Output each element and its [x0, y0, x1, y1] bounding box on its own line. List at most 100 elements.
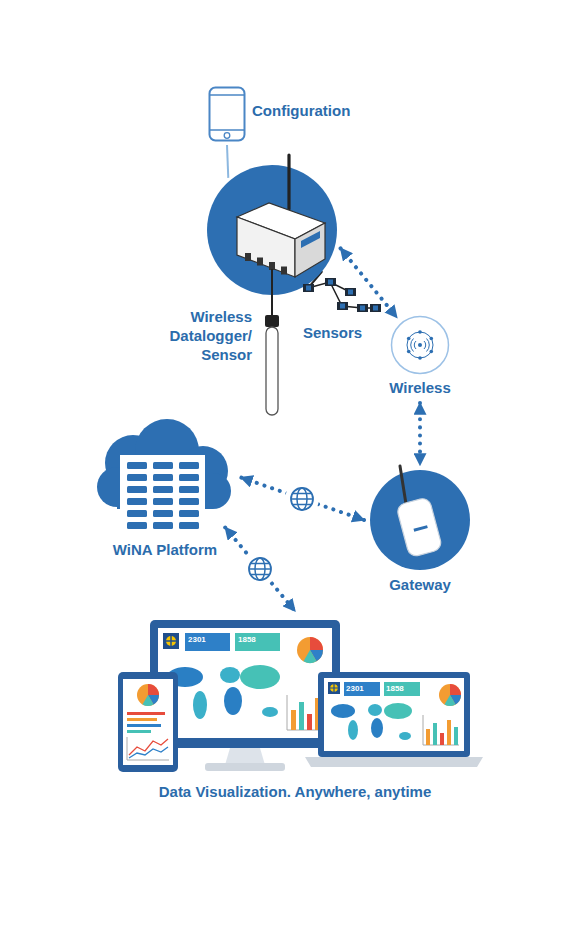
dashboard-screens — [118, 672, 178, 772]
wireless-circle — [411, 339, 430, 352]
dashboard-screens — [129, 747, 168, 758]
globe-icon — [251, 564, 269, 575]
dashboard-screens — [225, 748, 265, 765]
node-label: WiNA Platform — [113, 541, 217, 560]
sensor-blocks — [370, 304, 381, 312]
datalogger-circle — [295, 223, 325, 277]
dashboard-screens — [291, 710, 296, 730]
cloud-server — [153, 498, 173, 505]
wireless-link — [418, 403, 422, 465]
cloud-server — [120, 455, 205, 535]
globe-icon — [249, 568, 271, 570]
cloud-server — [179, 486, 199, 493]
wireless-link — [241, 478, 364, 521]
dashboard-screens — [318, 672, 470, 757]
sensor-blocks — [306, 286, 311, 291]
cloud-server — [127, 522, 147, 529]
dashboard-screens — [193, 691, 207, 719]
wireless-circle — [390, 315, 450, 375]
datalogger-circle — [266, 327, 278, 415]
dashboard-screens — [454, 727, 458, 745]
dashboard-screens — [158, 628, 332, 738]
cloud-server — [117, 471, 213, 509]
phone-icon — [208, 86, 246, 142]
dashboard-screens — [127, 724, 161, 727]
cloud-server — [179, 462, 199, 469]
phone-icon — [210, 88, 245, 141]
sensor-blocks — [300, 270, 390, 320]
datalogger-circle — [269, 262, 275, 270]
sensor-blocks — [340, 304, 345, 309]
dashboard-number: 2301 — [346, 684, 364, 694]
phone-icon — [224, 133, 230, 139]
dashboard-screens — [127, 737, 169, 760]
cloud-server — [153, 510, 173, 517]
datalogger-circle — [281, 267, 287, 275]
gateway-circle — [370, 470, 470, 570]
sensor-blocks — [303, 284, 314, 292]
dashboard-screens — [445, 695, 456, 706]
sensor-blocks — [345, 288, 356, 296]
globe-icon — [293, 494, 311, 505]
dashboard-screens — [384, 703, 412, 719]
globe-icon — [285, 482, 319, 516]
wireless-circle: Wireless — [390, 315, 450, 375]
dashboard-screens — [166, 636, 176, 646]
dashboard-screens — [328, 682, 340, 694]
cloud-server — [153, 522, 173, 529]
dashboard-screens — [148, 684, 159, 695]
dashboard-screens — [127, 718, 157, 721]
wireless-circle — [418, 356, 422, 360]
dashboard-screens — [150, 620, 340, 748]
dashboard-screens — [423, 715, 459, 745]
wireless-circle — [430, 350, 434, 354]
dashboard-screens — [371, 718, 383, 738]
datalogger-circle — [265, 315, 279, 327]
datalogger-circle — [245, 253, 251, 261]
cloud-server — [153, 462, 173, 469]
node-label: Sensors — [303, 324, 362, 343]
dashboard-screens — [105, 615, 485, 775]
sensor-blocks — [328, 280, 333, 285]
dashboard-screens — [330, 684, 338, 692]
cloud-server — [179, 522, 199, 529]
cloud-platform: WiNA Platform — [95, 415, 235, 540]
dashboard-screens — [331, 704, 355, 718]
dashboard-screens — [348, 720, 358, 740]
globe-icon — [291, 498, 313, 500]
cloud-server — [127, 486, 147, 493]
dashboard-screens — [166, 636, 176, 646]
dashboard-screens — [297, 637, 323, 663]
dashboard-screens — [127, 730, 151, 733]
wireless-circle — [418, 330, 422, 334]
datalogger-circle — [237, 217, 295, 277]
wire-connector — [227, 145, 228, 178]
datalogger-circle — [301, 231, 320, 248]
wireless-circle — [407, 330, 433, 360]
globe-icon — [243, 552, 277, 586]
wireless-circle — [430, 337, 434, 341]
cloud-server — [153, 474, 173, 481]
dashboard-screens — [127, 712, 165, 715]
datalogger-circle — [207, 165, 337, 295]
dashboard-screens — [330, 684, 338, 692]
dashboard-screens — [299, 702, 304, 730]
dashboard-screens — [235, 633, 280, 651]
gateway-circle — [370, 470, 470, 570]
dashboard-screens — [310, 637, 323, 650]
dashboard-screens — [450, 684, 461, 695]
datalogger-circle — [257, 258, 263, 266]
globe-icon — [291, 488, 313, 510]
sensor-blocks — [357, 304, 368, 312]
cloud-server — [95, 415, 235, 540]
dashboard-screens — [220, 667, 240, 683]
cloud-server — [153, 486, 173, 493]
dashboard-screens — [205, 763, 285, 771]
node-label: Gateway — [389, 576, 451, 595]
globe-icon — [285, 482, 319, 516]
dashboard-screens — [185, 633, 230, 651]
